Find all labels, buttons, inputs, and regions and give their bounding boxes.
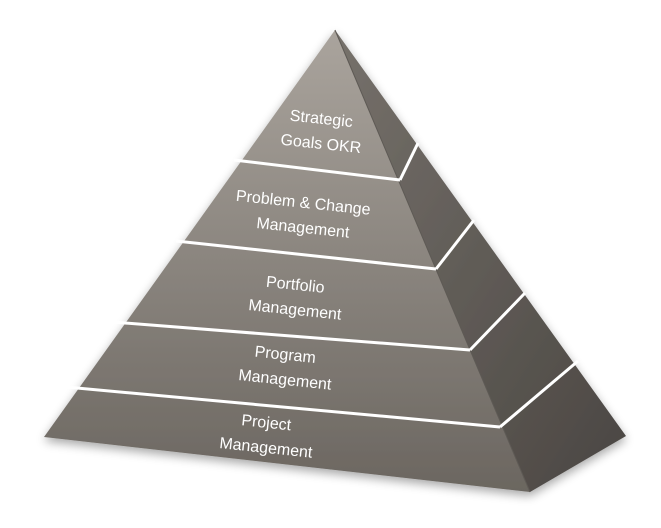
separator-4 (65, 385, 501, 429)
tier-separators (65, 158, 501, 429)
pyramid-side-face (335, 30, 626, 492)
separator-3 (111, 320, 471, 352)
side-separator-3 (468, 291, 527, 352)
separator-1 (233, 158, 401, 182)
tier-5-line1: Project (241, 412, 293, 434)
side-separators (398, 142, 579, 429)
side-separator-4 (499, 359, 579, 429)
separator-2 (175, 239, 437, 271)
tier-1-line1: Strategic (289, 108, 354, 132)
side-separator-1 (398, 142, 420, 181)
pyramid-front-face (44, 30, 530, 492)
side-separator-2 (434, 219, 476, 270)
tier-4-line1: Program (254, 344, 317, 367)
tier-3-line1: Portfolio (265, 274, 325, 297)
pyramid-ridge-edge (334, 29, 531, 493)
